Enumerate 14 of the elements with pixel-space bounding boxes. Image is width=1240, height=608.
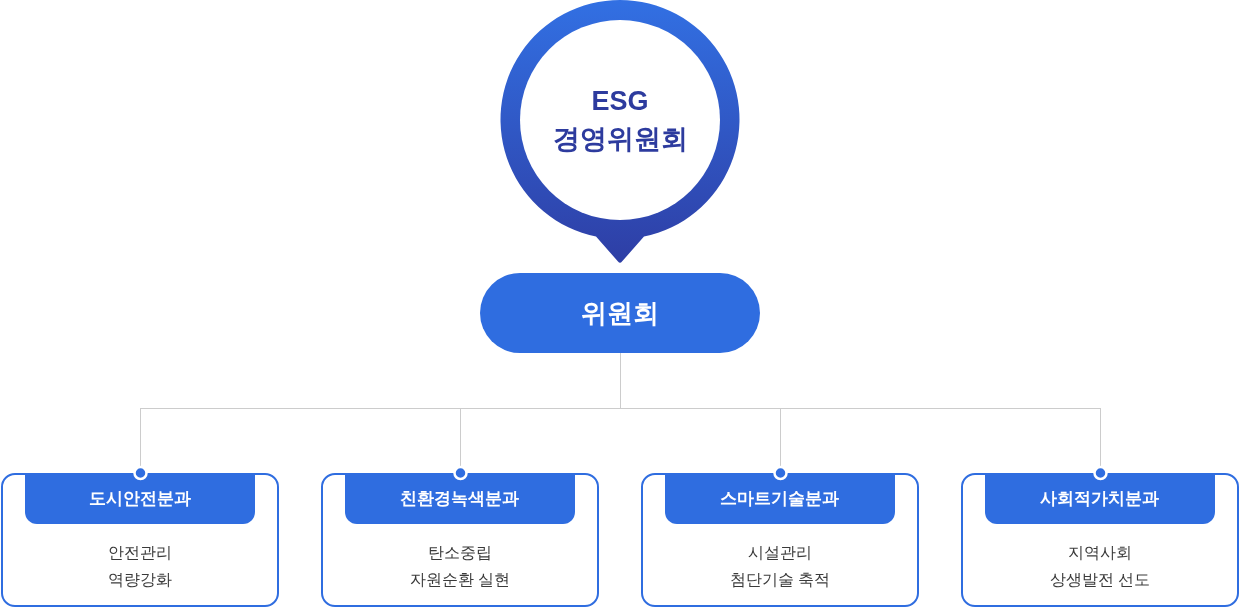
body-text: 안전관리 역량강화 <box>108 544 172 588</box>
card-box <box>961 473 1239 607</box>
header-tab: 도시안전분과 <box>24 475 255 524</box>
header-tab: 스마트기술분과 <box>664 475 895 524</box>
body-text: 지역사회 상생발전 선도 <box>1049 544 1151 588</box>
heading-text: ESG 경영위원회 <box>552 86 688 154</box>
card-box <box>1 473 279 607</box>
card-box <box>641 473 919 607</box>
rounded-pill: 위원회 <box>480 273 760 353</box>
header-tab: 사회적가치분과 <box>984 475 1215 524</box>
body-text: 탄소중립 자원순환 실현 <box>409 544 511 588</box>
body-text: 시설관리 첨단기술 축적 <box>729 544 831 588</box>
card-box <box>321 473 599 607</box>
header-tab: 친환경녹색분과 <box>344 475 575 524</box>
